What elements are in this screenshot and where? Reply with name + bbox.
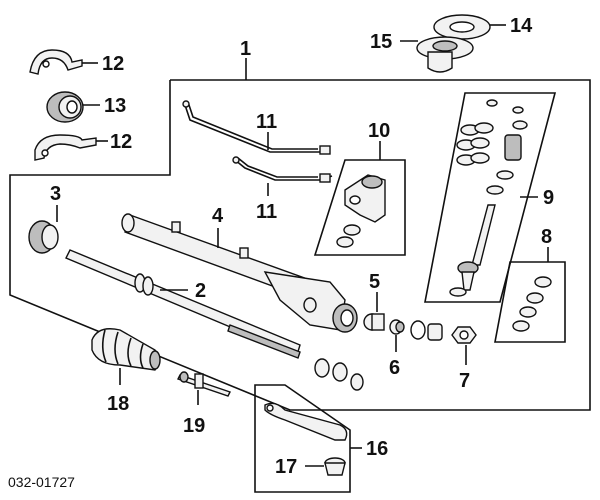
- callout-8: 8: [541, 226, 552, 248]
- tie-rod-end-frame: [254, 384, 351, 493]
- end-fitting-7: [410, 320, 477, 344]
- callout-15: 15: [370, 31, 392, 53]
- mount-clamp-lower: [34, 134, 97, 161]
- pinion-valve: [449, 99, 528, 297]
- seal-kit-box: [494, 261, 566, 343]
- pinion-dust-seal: [416, 36, 474, 73]
- seal-kit-rings: [512, 276, 552, 332]
- cylinder-fluid-lines: [182, 100, 333, 183]
- callout-5: 5: [369, 271, 380, 293]
- callout-19: 19: [183, 415, 205, 437]
- end-fitting-5: [363, 313, 385, 331]
- inner-tie-rod: [177, 371, 231, 397]
- steering-rack: [65, 249, 301, 359]
- callout-2: 2: [195, 280, 206, 302]
- mount-clamp-upper: [29, 49, 83, 75]
- rack-end-bushing: [28, 220, 59, 254]
- callout-3: 3: [50, 183, 61, 205]
- callout-1: 1: [240, 38, 251, 60]
- callout-17: 17: [275, 456, 297, 478]
- callout-11-lower: 11: [256, 201, 277, 223]
- callout-9: 9: [543, 187, 554, 209]
- valve-kit-box: [424, 92, 557, 303]
- callout-6: 6: [389, 357, 400, 379]
- valve-body: [336, 174, 386, 248]
- assembly-frame: [9, 79, 591, 411]
- tie-rod-end-boot: [324, 457, 346, 476]
- callout-12-upper: 12: [102, 53, 124, 75]
- callout-18: 18: [107, 393, 129, 415]
- callout-4: 4: [212, 205, 224, 227]
- callout-10: 10: [368, 120, 390, 142]
- dust-seal-gasket: [433, 14, 491, 40]
- tie-rod-end: [264, 402, 348, 441]
- callout-12-lower: 12: [110, 131, 132, 153]
- diagram-code: 032-01727: [8, 474, 75, 490]
- rack-seals: [314, 358, 364, 391]
- callout-11-upper: 11: [256, 111, 277, 133]
- callout-7: 7: [459, 370, 470, 392]
- callout-13: 13: [104, 95, 126, 117]
- callout-14: 14: [510, 15, 533, 37]
- pinion-seal-box: [313, 159, 406, 256]
- rack-housing: [121, 213, 358, 333]
- callout-16: 16: [366, 438, 388, 460]
- mount-bushing: [46, 91, 84, 123]
- bellows-boot: [91, 328, 161, 371]
- end-fitting-6: [389, 319, 405, 335]
